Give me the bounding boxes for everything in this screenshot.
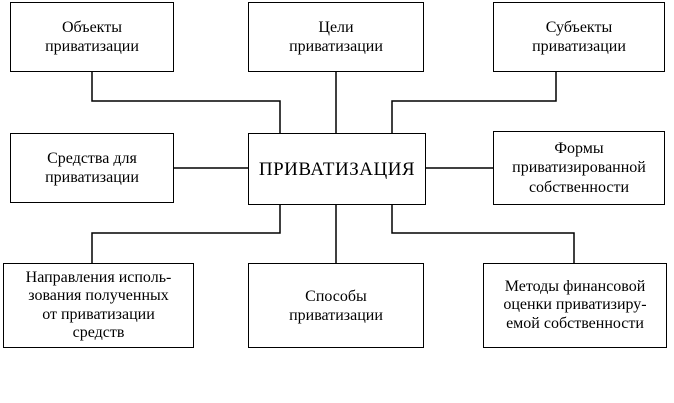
forms-label: Формы приватизированной собственности [512,139,646,196]
objects-box: Объекты приватизации [10,2,174,72]
methods-box: Способы приватизации [248,263,424,348]
connector-directions [91,205,281,263]
subjects-box: Субъекты приватизации [493,2,665,72]
means-label: Средства для приватизации [45,150,139,186]
directions-box: Направления исполь- зования полученных о… [3,263,194,348]
subjects-label: Субъекты приватизации [532,19,626,55]
privatization-center-box: ПРИВАТИЗАЦИЯ [248,133,426,205]
goals-box: Цели приватизации [248,2,424,72]
connector-objects [91,72,281,133]
connector-subjects [391,72,557,133]
privatization-center-label: ПРИВАТИЗАЦИЯ [258,158,416,180]
directions-label: Направления исполь- зования полученных о… [25,268,172,342]
valuation-label: Методы финансовой оценки приватизиру- ем… [503,277,647,332]
goals-label: Цели приватизации [289,19,383,55]
means-box: Средства для приватизации [10,133,174,203]
valuation-box: Методы финансовой оценки приватизиру- ем… [483,263,667,348]
objects-label: Объекты приватизации [45,19,139,55]
forms-box: Формы приватизированной собственности [493,131,665,205]
connector-valuation [391,205,575,263]
methods-label: Способы приватизации [289,287,383,324]
